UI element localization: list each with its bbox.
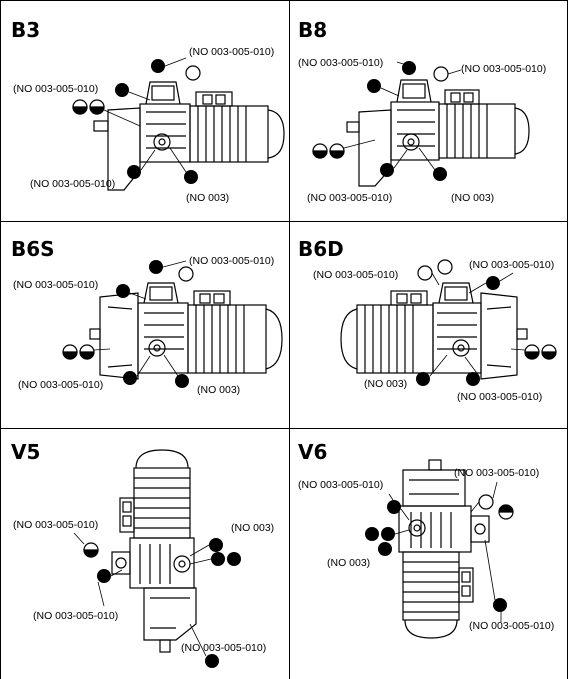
gearmotor-drawing bbox=[73, 449, 241, 668]
panel-title: B6S bbox=[11, 237, 55, 261]
outer-border-left bbox=[0, 0, 1, 679]
callout-label: (NO 003-005-010) bbox=[13, 519, 99, 531]
callout-label: (NO 003-005-010) bbox=[13, 83, 99, 95]
gearmotor-drawing bbox=[340, 259, 557, 386]
callout-label: (NO 003) bbox=[451, 192, 495, 204]
panel-title: B6D bbox=[298, 237, 344, 261]
callout-label: (NO 003-005-010) bbox=[33, 610, 119, 622]
panel-title: V5 bbox=[11, 440, 41, 464]
panel-title: V6 bbox=[298, 440, 328, 464]
callout-label: (NO 003) bbox=[197, 384, 241, 396]
panel-v5: V5 bbox=[0, 428, 289, 679]
callout-label: (NO 003) bbox=[364, 378, 408, 390]
callout-label: (NO 003-005-010) bbox=[313, 269, 399, 281]
outer-border-top bbox=[0, 0, 568, 1]
column-divider bbox=[289, 0, 290, 679]
panel-b3: B3 bbox=[0, 0, 289, 221]
callout-label: (NO 003-005-010) bbox=[454, 467, 540, 479]
callout-label: (NO 003-005-010) bbox=[469, 620, 555, 632]
panel-b6d: B6D bbox=[289, 221, 568, 428]
gearmotor-drawing bbox=[365, 459, 514, 639]
callout-label: (NO 003-005-010) bbox=[189, 255, 275, 267]
panel-v6: V6 bbox=[289, 428, 568, 679]
row-divider-1 bbox=[0, 221, 568, 222]
gearmotor-drawing bbox=[72, 57, 285, 191]
callout-label: (NO 003-005-010) bbox=[298, 57, 384, 69]
panel-title: B8 bbox=[298, 18, 328, 42]
callout-label: (NO 003) bbox=[231, 522, 275, 534]
callout-label: (NO 003-005-010) bbox=[298, 479, 384, 491]
callout-label: (NO 003-005-010) bbox=[18, 379, 104, 391]
callout-label: (NO 003-005-010) bbox=[307, 192, 393, 204]
callout-label: (NO 003-005-010) bbox=[469, 259, 555, 271]
callout-label: (NO 003-005-010) bbox=[181, 642, 267, 654]
row-divider-2 bbox=[0, 428, 568, 429]
panel-title: B3 bbox=[11, 18, 41, 42]
callout-label: (NO 003) bbox=[186, 192, 230, 204]
callout-label: (NO 003-005-010) bbox=[457, 391, 543, 403]
panel-b6s: B6S bbox=[0, 221, 289, 428]
callout-label: (NO 003) bbox=[327, 557, 371, 569]
gearmotor-drawing bbox=[62, 260, 283, 388]
panel-b8: B8 bbox=[289, 0, 568, 221]
gearmotor-drawing bbox=[312, 61, 530, 187]
callout-label: (NO 003-005-010) bbox=[189, 46, 275, 58]
callout-label: (NO 003-005-010) bbox=[30, 178, 116, 190]
callout-label: (NO 003-005-010) bbox=[13, 279, 99, 291]
callout-label: (NO 003-005-010) bbox=[461, 63, 547, 75]
